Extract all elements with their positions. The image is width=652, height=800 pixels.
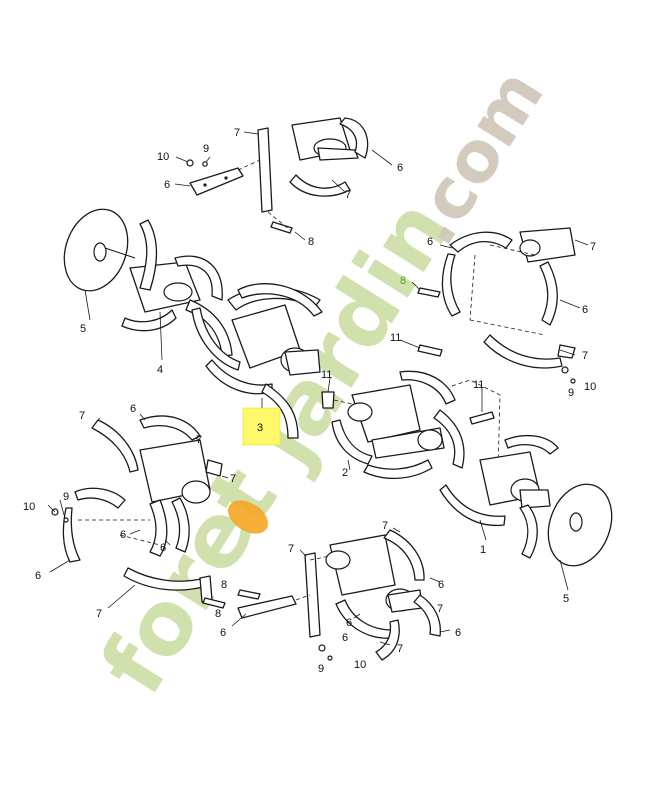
label-10: 10	[157, 151, 169, 163]
label-7: 7	[230, 473, 236, 485]
left-disc-and-assembly-4	[63, 208, 233, 361]
highlight-box	[242, 407, 281, 446]
label-10: 10	[354, 659, 366, 671]
label-11: 11	[390, 332, 401, 344]
label-6: 6	[35, 570, 41, 582]
label-5: 5	[563, 593, 569, 605]
label-11: 11	[473, 379, 484, 391]
top-tine-assembly	[186, 117, 369, 234]
watermark-text-com: .com	[390, 55, 560, 259]
label-7: 7	[345, 189, 351, 201]
label-7: 7	[382, 520, 388, 532]
center-assembly-3	[191, 283, 323, 439]
label-8: 8	[215, 608, 221, 620]
label-6: 6	[342, 632, 348, 644]
label-10: 10	[23, 501, 35, 513]
right-upper-assembly	[417, 227, 576, 384]
label-4: 4	[157, 364, 163, 376]
label-9: 9	[318, 663, 324, 675]
label-6: 6	[427, 236, 433, 248]
label-7: 7	[582, 350, 588, 362]
label-6: 6	[346, 617, 352, 629]
label-6: 6	[160, 542, 166, 554]
label-8: 8	[221, 579, 227, 591]
watermark-part-com: .com	[390, 55, 560, 259]
label-10: 10	[584, 381, 596, 393]
label-9: 9	[568, 387, 574, 399]
label-1: 1	[480, 544, 486, 556]
label-8: 8	[308, 236, 314, 248]
leader-lines	[47, 131, 589, 646]
label-7: 7	[234, 127, 240, 139]
label-11: 11	[321, 369, 332, 381]
label-2: 2	[342, 467, 348, 479]
label-7: 7	[288, 543, 294, 555]
label-3-highlighted: 3	[257, 422, 263, 434]
watermark-orange-dot	[227, 500, 269, 534]
label-6: 6	[455, 627, 461, 639]
label-9: 9	[203, 143, 209, 155]
left-middle-assembly	[51, 415, 223, 563]
label-8: 8	[400, 275, 406, 287]
right-lower-assembly-1	[439, 434, 613, 567]
label-7: 7	[397, 643, 403, 655]
label-7: 7	[590, 241, 596, 253]
label-7: 7	[79, 410, 85, 422]
center-right-assembly-2	[321, 370, 501, 480]
label-6: 6	[582, 304, 588, 316]
label-5: 5	[80, 323, 86, 335]
label-7: 7	[437, 603, 443, 615]
label-9: 9	[63, 491, 69, 503]
label-7: 7	[196, 434, 202, 446]
label-7: 7	[96, 608, 102, 620]
label-6: 6	[130, 403, 136, 415]
label-6: 6	[120, 529, 126, 541]
label-6: 6	[220, 627, 226, 639]
label-6: 6	[397, 162, 403, 174]
part-labels: 10 9 6 7 6 7 8 5 4 3 6 7 8 6 11 7 9 10 1…	[23, 127, 596, 675]
label-6: 6	[438, 579, 444, 591]
label-6: 6	[164, 179, 170, 191]
